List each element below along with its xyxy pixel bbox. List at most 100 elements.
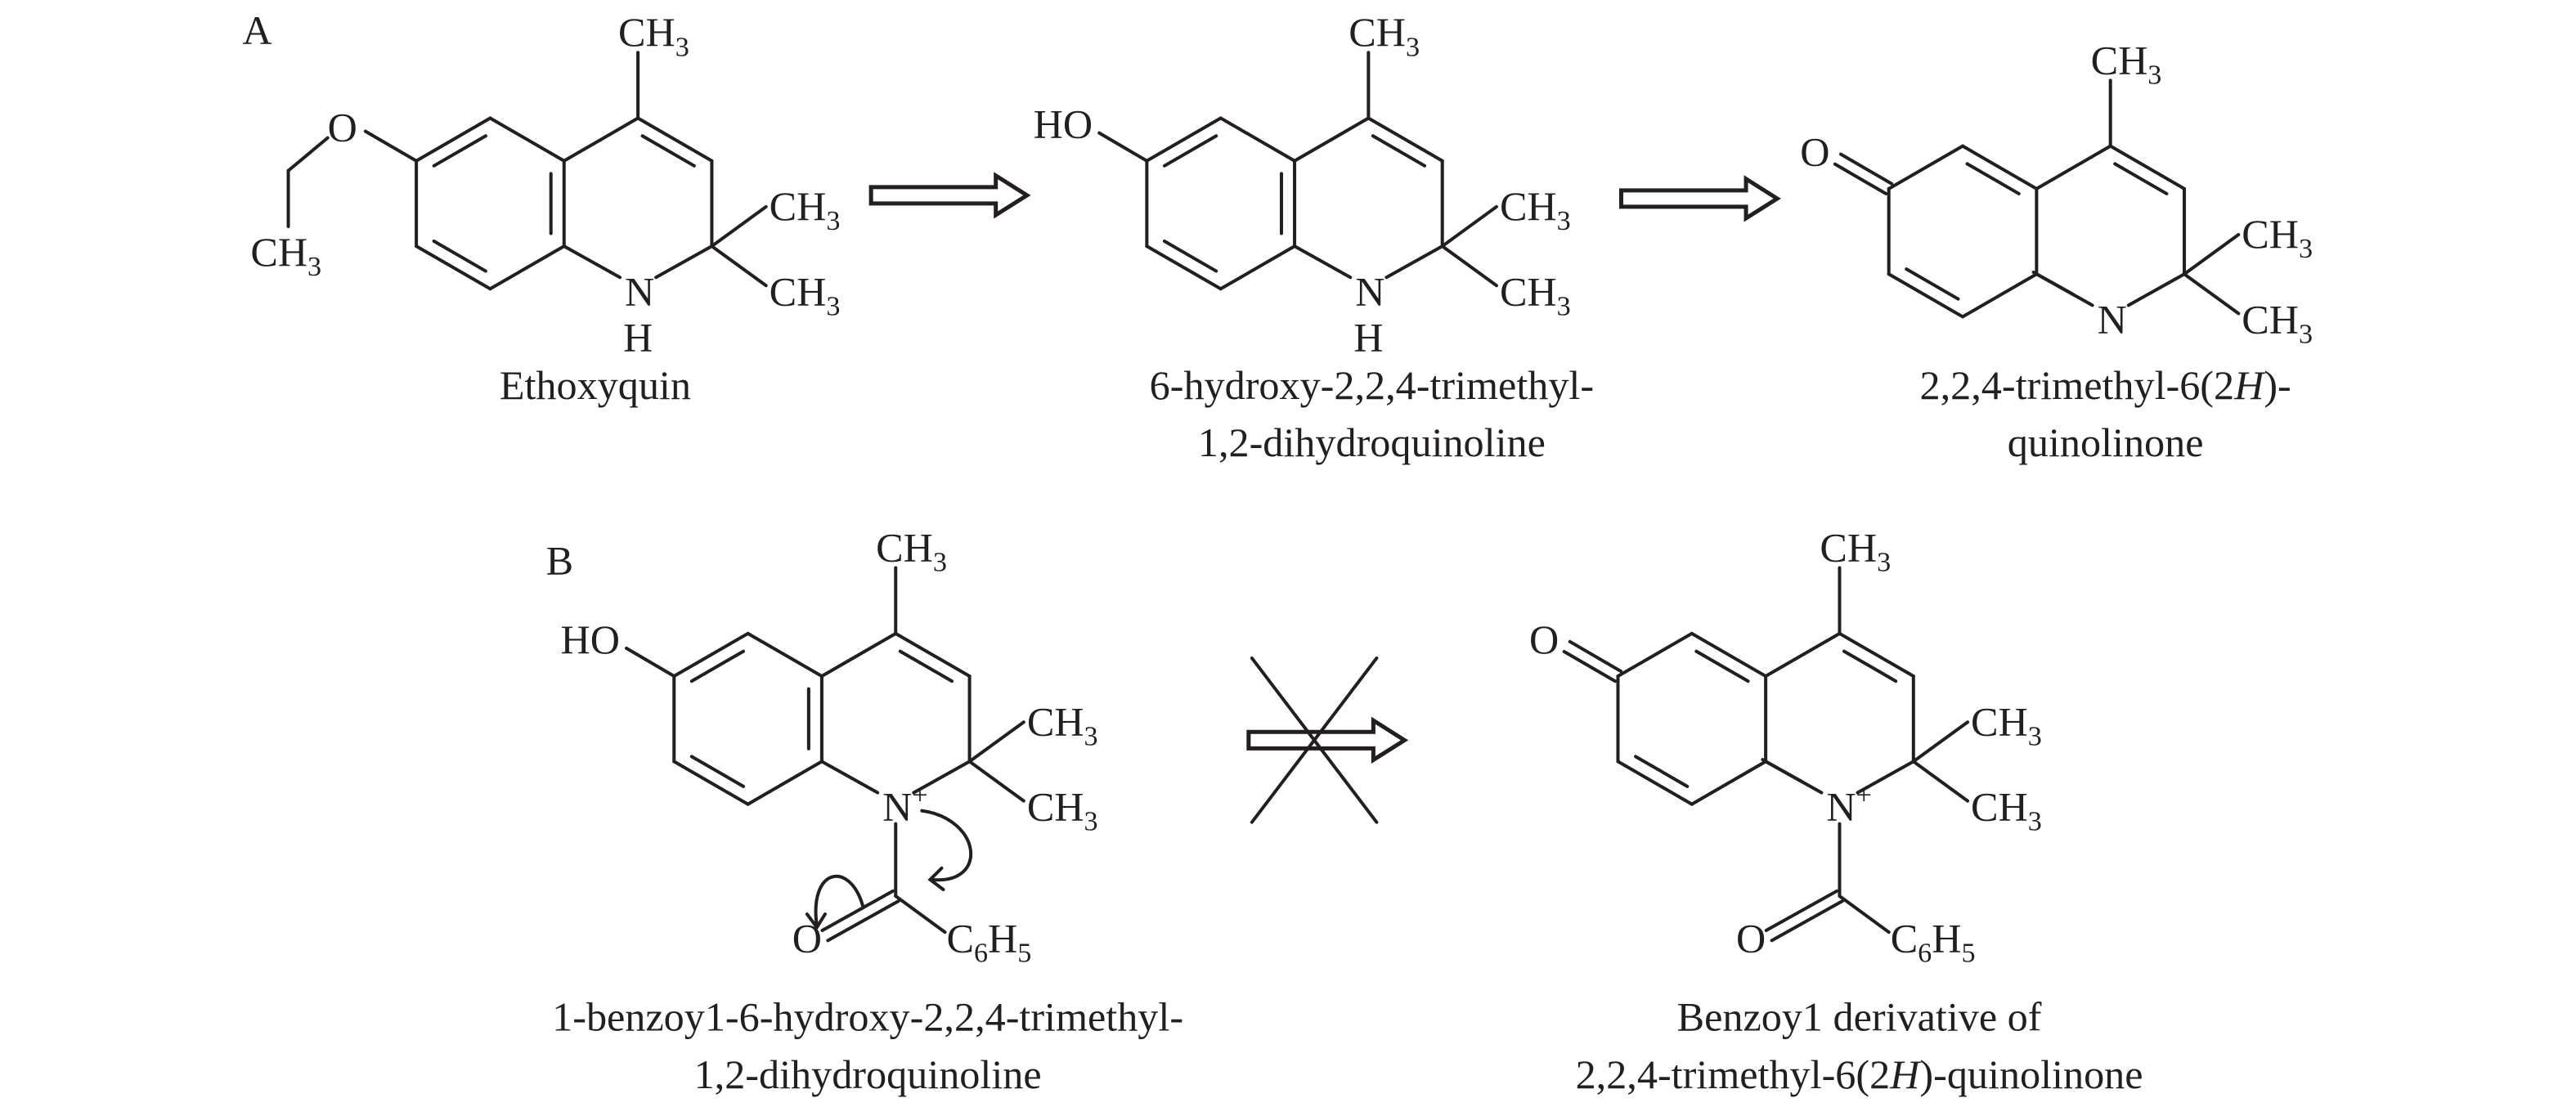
compound-name-line: 1,2-dihydroquinoline xyxy=(694,1051,1042,1097)
hydroxyl-bond xyxy=(1097,131,1149,163)
carbonyl-bond xyxy=(1833,162,1888,195)
ring-bond xyxy=(1616,631,1694,679)
double-bond-line xyxy=(1162,134,1218,168)
molecule-quinolinone: CH3CH3CH3NO2,2,4-trimethyl-6(2H)-quinoli… xyxy=(1800,37,2313,465)
compound-name-line: 2,2,4-trimethyl-6(2H)-quinolinone xyxy=(1576,1051,2143,1097)
ring-bond xyxy=(1887,144,1965,190)
methyl-bond xyxy=(2183,272,2241,316)
curved-electron-arrow xyxy=(814,874,865,928)
ring-bond xyxy=(1367,116,1444,163)
double-bond-line xyxy=(2113,162,2169,195)
methyl-label: CH3 xyxy=(1820,525,1891,578)
double-bond-line xyxy=(1905,267,1960,301)
ring-bond xyxy=(672,631,750,679)
phenyl-label: C6H5 xyxy=(946,915,1031,968)
methyl-label: CH3 xyxy=(1027,784,1098,837)
hollow-arrow-icon xyxy=(868,172,1031,219)
ring-bond xyxy=(415,244,492,291)
methyl-bond xyxy=(710,244,768,288)
cross-out-line xyxy=(1250,656,1379,824)
methyl-bond xyxy=(2183,233,2241,276)
ring-bond xyxy=(1690,631,1768,679)
ring-bond xyxy=(1145,244,1223,291)
hydroxyl-label: HO xyxy=(1034,101,1093,147)
ring-bond xyxy=(562,244,622,280)
methyl-bond xyxy=(967,720,1025,764)
nh-hydrogen-label: H xyxy=(623,315,653,361)
phenyl-bond xyxy=(894,894,947,934)
double-bond-line xyxy=(898,649,954,683)
methyl-label: CH3 xyxy=(2242,211,2313,264)
double-bond-line xyxy=(689,649,746,683)
compound-name-line: 1-benzoy1-6-hydroxy-2,2,4-trimethyl- xyxy=(552,994,1183,1040)
curved-electron-arrow xyxy=(920,809,973,882)
panel-label-b: B xyxy=(546,538,573,584)
nitrogen-label: N xyxy=(625,268,654,314)
ring-bond xyxy=(1961,272,2039,319)
double-bond-line xyxy=(1694,649,1750,683)
double-bond-line xyxy=(432,240,487,273)
phenyl-bond xyxy=(1838,894,1891,934)
compound-name-line: quinolinone xyxy=(2008,419,2204,465)
carbonyl-bond xyxy=(1838,152,1894,186)
ring-bond xyxy=(1384,244,1444,280)
double-bond-line xyxy=(1842,649,1898,683)
compound-name-line: Benzoy1 derivative of xyxy=(1677,994,2042,1040)
ether-bond xyxy=(363,129,419,163)
carbonyl-bond xyxy=(1568,639,1623,673)
oxygen-label: O xyxy=(1529,616,1559,662)
methyl-bond xyxy=(967,760,1025,803)
compound-name-line: Ethoxyquin xyxy=(500,362,691,408)
methyl-label: CH3 xyxy=(1500,183,1571,236)
methyl-label: CH3 xyxy=(250,229,321,282)
hydroxyl-bond xyxy=(625,646,676,679)
hollow-arrow-icon xyxy=(1246,716,1409,764)
ring-bond xyxy=(1616,760,1694,806)
ring-bond xyxy=(2035,144,2112,190)
ring-bond xyxy=(488,244,566,291)
carbonyl-oxygen-label: O xyxy=(1736,915,1766,961)
ring-bond xyxy=(488,116,566,163)
carbonyl-bond xyxy=(820,889,895,933)
methyl-label: CH3 xyxy=(770,268,841,321)
reaction-arrow xyxy=(1618,175,1781,222)
panel-label-a: A xyxy=(242,7,272,53)
ring-bond xyxy=(1293,244,1353,280)
methyl-bond xyxy=(710,204,768,249)
nitrogen-label: N+ xyxy=(1826,781,1871,830)
ring-bond xyxy=(415,116,492,163)
ring-bond xyxy=(1856,760,1915,795)
ring-bond xyxy=(1838,631,1915,679)
nh-hydrogen-label: H xyxy=(1353,315,1383,361)
ring-bond xyxy=(1764,631,1842,679)
ring-bond xyxy=(1887,272,1965,319)
methyl-label: CH3 xyxy=(1027,698,1098,751)
nitrogen-label: N xyxy=(1355,268,1384,314)
ring-bond xyxy=(2126,272,2187,307)
carbonyl-bond xyxy=(1562,649,1617,683)
double-bond-line xyxy=(1965,162,2021,195)
ring-bond xyxy=(746,631,824,679)
ring-bond xyxy=(819,631,898,679)
compound-name-line: 6-hydroxy-2,2,4-trimethyl- xyxy=(1150,362,1594,408)
carbonyl-bond xyxy=(1770,899,1844,943)
methyl-label: CH3 xyxy=(1500,268,1571,321)
ring-bond xyxy=(894,631,972,679)
curved-arrow-head-icon xyxy=(805,912,827,930)
ring-bond xyxy=(819,760,880,795)
ring-bond xyxy=(1961,144,2039,190)
methyl-label: CH3 xyxy=(2242,296,2313,349)
hydroxyl-label: HO xyxy=(561,616,620,662)
methyl-label: CH3 xyxy=(618,9,689,62)
molecule-hydroxy-dihydroquinoline: CH3CH3CH3NHHO6-hydroxy-2,2,4-trimethyl-1… xyxy=(1034,9,1594,465)
ring-bond xyxy=(912,760,972,795)
methyl-label: CH3 xyxy=(1349,9,1420,62)
imine-double-bond-line xyxy=(2031,270,2075,296)
hollow-arrow-icon xyxy=(1618,175,1781,222)
ring-bond xyxy=(636,116,714,163)
ethyl-bond xyxy=(286,136,330,173)
